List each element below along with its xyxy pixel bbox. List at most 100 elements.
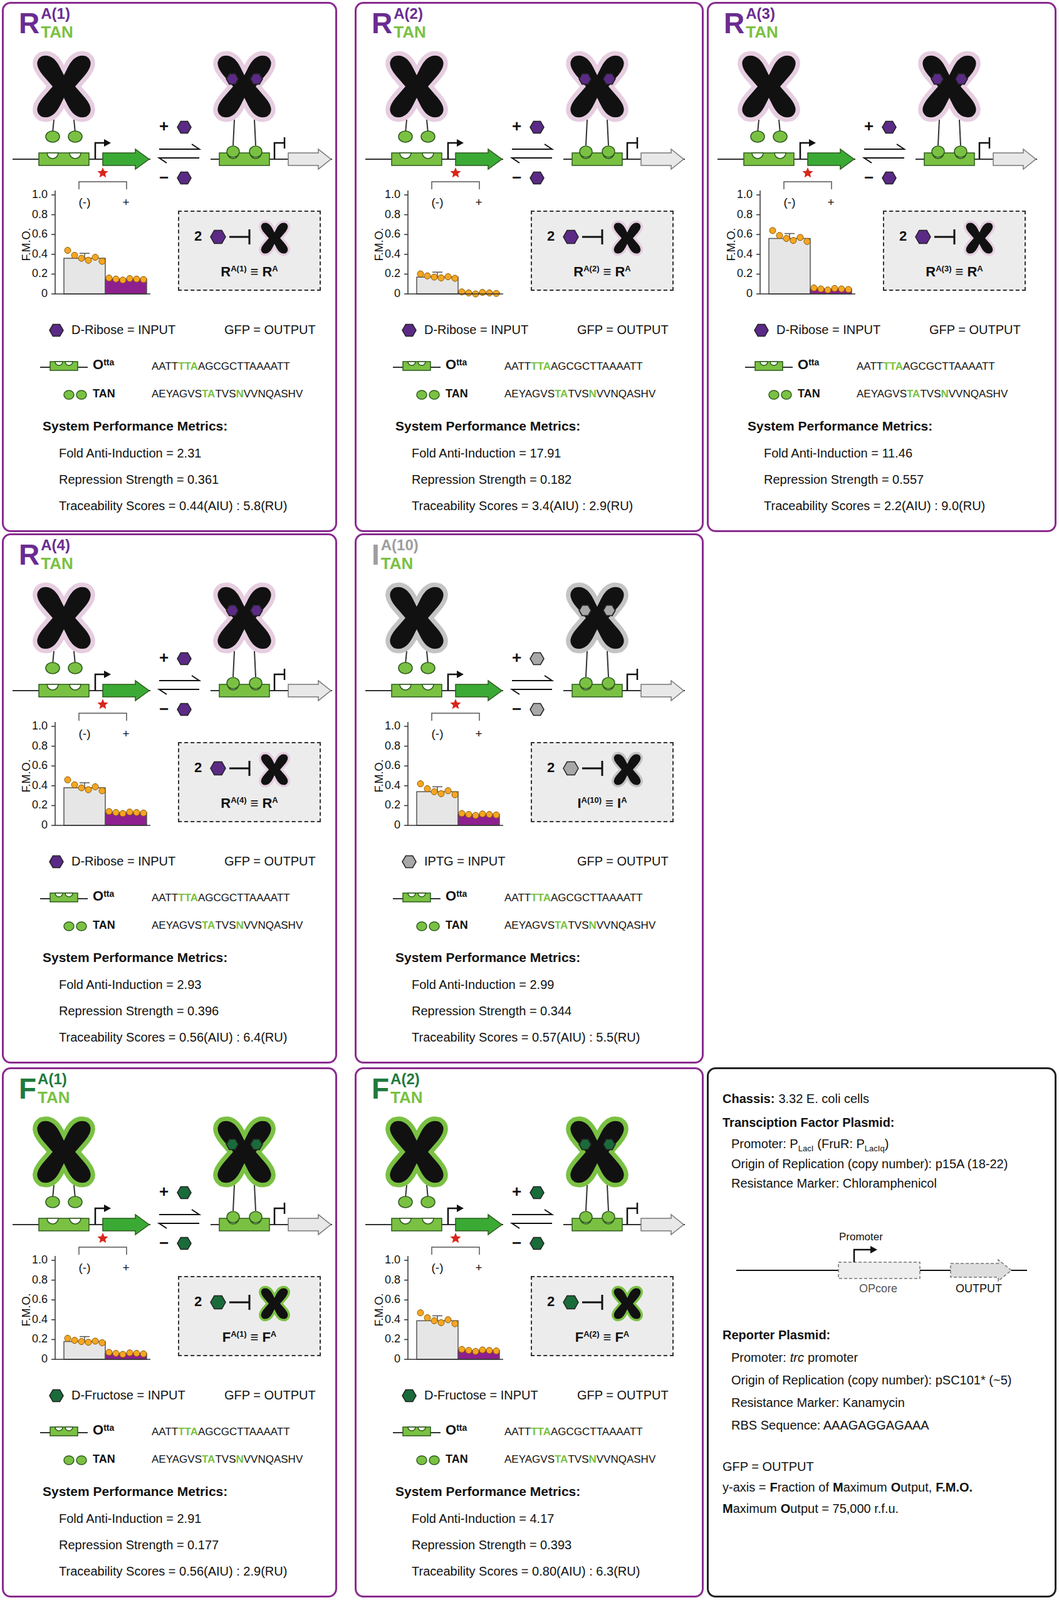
inhibition-symbol bbox=[179, 211, 320, 290]
text-row: GFP = OUTPUT bbox=[929, 322, 1021, 338]
input-label: D-Ribose = INPUT bbox=[424, 322, 529, 337]
tick-label: 0.2 bbox=[384, 798, 401, 811]
text-row: 1.0 bbox=[369, 1253, 401, 1267]
title-subscript: TAN bbox=[390, 1089, 423, 1106]
sequence: AEYAGVS bbox=[151, 1453, 202, 1466]
tick-label: 1.0 bbox=[384, 187, 401, 201]
category-label: + bbox=[827, 195, 835, 209]
formula-superscript: A(2) bbox=[583, 1329, 600, 1339]
metrics-heading: System Performance Metrics: bbox=[42, 949, 228, 965]
text-row: Resistance Marker: Chloramphenicol bbox=[731, 1176, 937, 1191]
formula-superscript: A(2) bbox=[583, 264, 600, 274]
text-row: TAN bbox=[797, 387, 821, 401]
stoichiometry: 2 bbox=[194, 1293, 202, 1310]
text-row: 1.0 bbox=[16, 719, 48, 733]
text-row: 2 bbox=[194, 1293, 202, 1310]
text-row: Promoter: PLacI(FruR: PLacIq) bbox=[731, 1136, 889, 1152]
info-text: M bbox=[832, 1480, 844, 1495]
sequence: AEYAGVS bbox=[504, 919, 555, 932]
title-subscript: TAN bbox=[380, 555, 419, 572]
tick-label: 0.4 bbox=[31, 1312, 48, 1326]
text-row: 1.0 bbox=[16, 187, 48, 202]
output-label: GFP = OUTPUT bbox=[224, 854, 316, 868]
metric-line: Repression Strength = 0.557 bbox=[763, 472, 924, 487]
text-row: 2 bbox=[194, 759, 202, 776]
text-row: TAN bbox=[445, 387, 469, 401]
text-row: 1.0 bbox=[369, 719, 401, 733]
tick-label: 1.0 bbox=[31, 719, 48, 732]
title-superscript: A(2) bbox=[393, 6, 427, 22]
text-row: Otta bbox=[92, 357, 115, 372]
title-scripts: A(1)TAN bbox=[40, 6, 74, 41]
text-row: RA(3)≡ RA bbox=[884, 264, 1025, 280]
text-row: Fold Anti-Induction = 2.93 bbox=[58, 977, 202, 992]
info-text: y-axis = bbox=[722, 1480, 766, 1495]
text-row: GFP = OUTPUT bbox=[577, 322, 669, 338]
tick-label: 0 bbox=[746, 286, 753, 300]
formula-superscript: A(1) bbox=[230, 264, 247, 274]
text-row: (-) bbox=[421, 1260, 454, 1275]
text-row: System Performance Metrics: bbox=[42, 1483, 228, 1499]
info-text: F.M.O. bbox=[935, 1480, 973, 1495]
info-text: Promoter: P bbox=[731, 1136, 799, 1152]
tick-label: 0.4 bbox=[31, 778, 48, 792]
remove-sign: − bbox=[511, 1233, 522, 1253]
output-label: GFP = OUTPUT bbox=[224, 322, 316, 337]
sequence-highlight: TTA bbox=[530, 1425, 551, 1438]
text-row: Otta bbox=[445, 889, 467, 903]
text-row: 0.8 bbox=[369, 739, 401, 753]
info-text: aximum bbox=[733, 1501, 778, 1516]
info-text: promoter bbox=[807, 1350, 858, 1365]
text-row: GFP = OUTPUT bbox=[224, 854, 316, 869]
text-row: − bbox=[511, 1233, 522, 1253]
output-label: GFP = OUTPUT bbox=[577, 1387, 669, 1402]
axis-title: F.M.O. bbox=[20, 1293, 33, 1327]
text-row: − bbox=[511, 699, 522, 719]
text-row: Traceability Scores = 0.56(AIU) : 6.4(RU… bbox=[58, 1030, 287, 1045]
title-superscript: A(2) bbox=[390, 1071, 423, 1087]
formula-superscript: A(1) bbox=[230, 1329, 247, 1339]
text-row: 0.2 bbox=[16, 266, 48, 281]
sequence: AGCGCTTAAAATT bbox=[902, 360, 996, 373]
metric-line: Repression Strength = 0.396 bbox=[58, 1003, 219, 1018]
title-superscript: A(1) bbox=[37, 1071, 71, 1087]
metric-line: Traceability Scores = 2.2(AIU) : 9.0(RU) bbox=[763, 498, 986, 513]
panel: RA(2)TAN+−F.M.O.1.00.80.60.40.20(-)+D-Ri… bbox=[354, 1, 704, 533]
text-row: (-) bbox=[68, 1260, 101, 1275]
input-label: D-Ribose = INPUT bbox=[71, 854, 176, 868]
text-row: 0.4 bbox=[369, 247, 401, 261]
metrics-heading: System Performance Metrics: bbox=[395, 1483, 581, 1499]
tick-label: 0.8 bbox=[31, 1273, 48, 1286]
axis-title: F.M.O. bbox=[725, 228, 738, 262]
text-row: 2 bbox=[194, 228, 202, 245]
text-row: + bbox=[511, 647, 522, 668]
text-row: − bbox=[159, 699, 169, 719]
text-row: System Performance Metrics: bbox=[395, 1483, 581, 1499]
text-row: 0.6 bbox=[721, 227, 753, 241]
text-row: 0.8 bbox=[16, 739, 48, 753]
text-row: 0 bbox=[369, 818, 401, 832]
text-row: 0 bbox=[369, 1352, 401, 1366]
title-superscript: A(3) bbox=[745, 6, 779, 22]
metric-line: Traceability Scores = 0.80(AIU) : 6.3(RU… bbox=[411, 1564, 640, 1578]
sequence: AEYAGVS bbox=[856, 387, 907, 400]
info-text: LacIq bbox=[864, 1143, 885, 1153]
sequence-highlight: TA bbox=[554, 1453, 568, 1466]
text-row: 0.2 bbox=[721, 266, 753, 281]
text-row: Traceability Scores = 0.56(AIU) : 2.9(RU… bbox=[58, 1564, 287, 1579]
tick-label: 0.8 bbox=[31, 739, 48, 752]
text-row: 0.4 bbox=[16, 247, 48, 261]
text-row: AEYAGVSTATVSNVVNQASHV bbox=[504, 1453, 656, 1466]
domain-name: TAN bbox=[445, 1452, 469, 1466]
text-row: 0.4 bbox=[721, 247, 753, 261]
sequence: AGCGCTTAAAATT bbox=[550, 1425, 643, 1438]
title-subscript: TAN bbox=[745, 23, 779, 41]
sequence-highlight: TA bbox=[554, 919, 568, 932]
category-label: + bbox=[122, 195, 130, 209]
remove-sign: − bbox=[864, 167, 874, 187]
text-row: 0.4 bbox=[16, 1312, 48, 1326]
domain-name: TAN bbox=[92, 1452, 116, 1466]
text-row: 2 bbox=[547, 1293, 555, 1310]
text-row: 2 bbox=[547, 228, 555, 245]
text-row: 2 bbox=[899, 228, 907, 245]
